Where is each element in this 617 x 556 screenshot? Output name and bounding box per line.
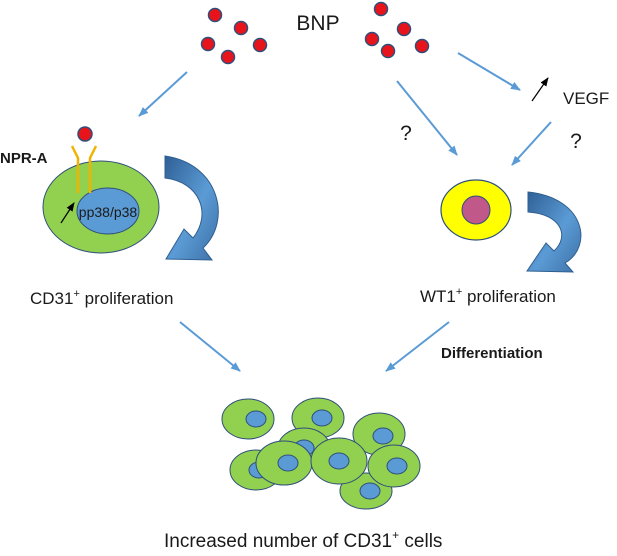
bnp-dot xyxy=(414,38,430,54)
wt1-proliferation-curved-arrow xyxy=(526,191,582,273)
cd31-proliferation-label: CD31+ proliferation xyxy=(30,288,173,308)
cd31-text: CD31 xyxy=(30,289,73,308)
wt1-cell xyxy=(440,179,512,241)
wt1-cell-nucleus xyxy=(461,195,491,225)
cd31-cell-cluster xyxy=(221,397,421,510)
cluster-cell xyxy=(221,398,275,440)
bnp-dot xyxy=(220,49,236,65)
arrow-vegf-to-wt1-cell xyxy=(511,121,552,166)
bnp-dot xyxy=(364,31,380,47)
pp38-label: pp38/p38 xyxy=(79,204,138,220)
bnp-dots-left xyxy=(200,7,268,65)
wt1-superscript: + xyxy=(456,286,462,298)
bnp-dots-right xyxy=(364,1,430,59)
vegf-increase-arrow xyxy=(531,77,549,102)
question-mark-vegf-wt1: ? xyxy=(570,130,582,153)
cluster-cell xyxy=(310,437,368,485)
bnp-dot xyxy=(207,7,223,23)
bnp-dot xyxy=(396,21,412,37)
arrow-bnp-to-npra-cell xyxy=(138,71,188,117)
pathway-arrows xyxy=(138,52,552,372)
wt1-proliferation-label: WT1+ proliferation xyxy=(420,286,556,306)
bnp-dot xyxy=(252,37,268,53)
cd31-superscript: + xyxy=(73,288,79,300)
arrow-bnp-to-wt1-cell xyxy=(396,80,458,156)
bottom-caption-text: Increased number of CD31 xyxy=(164,531,392,552)
bottom-caption: Increased number of CD31+ cells xyxy=(164,528,442,552)
cluster-cell xyxy=(255,440,313,486)
cell-nucleus xyxy=(76,187,140,235)
pp38-increase-arrow xyxy=(60,202,75,224)
npra-receptor xyxy=(70,145,98,193)
bottom-caption-suffix: cells xyxy=(399,531,442,552)
arrow-cd31-to-cluster xyxy=(179,321,241,372)
cd31-proliferation-text: proliferation xyxy=(80,289,174,308)
wt1-text: WT1 xyxy=(420,287,456,306)
bnp-dot xyxy=(373,1,389,17)
bnp-dot xyxy=(200,36,216,52)
bnp-dot xyxy=(233,20,249,36)
differentiation-label: Differentiation xyxy=(441,345,543,362)
vegf-label: VEGF xyxy=(563,89,609,108)
cd31-proliferation-curved-arrow xyxy=(164,155,219,261)
question-mark-bnp-wt1: ? xyxy=(400,122,412,145)
npra-cell: pp38/p38 xyxy=(42,126,160,254)
npra-label: NPR-A xyxy=(0,150,48,167)
arrow-wt1-to-cluster xyxy=(385,321,450,372)
bnp-label: BNP xyxy=(296,12,339,35)
bnp-dot xyxy=(380,43,396,59)
arrow-bnp-to-vegf xyxy=(457,52,521,91)
bnp-bound-dot xyxy=(77,126,93,142)
bottom-caption-superscript: + xyxy=(392,528,399,542)
cluster-cell xyxy=(367,444,421,488)
wt1-proliferation-text: proliferation xyxy=(462,287,556,306)
